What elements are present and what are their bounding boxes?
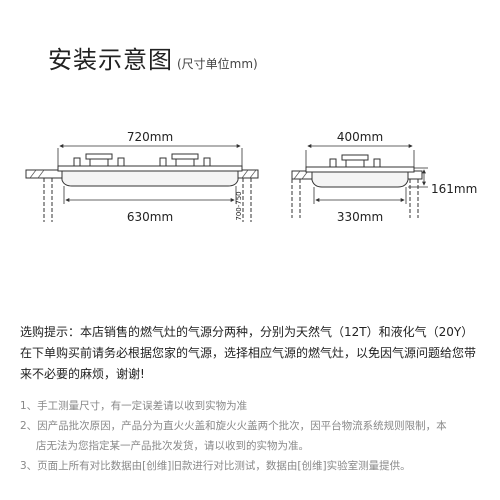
- page-title: 安装示意图: [48, 46, 173, 74]
- cutout-depth-range-label: 700-750: [235, 191, 243, 220]
- cutout-depth-label: 330mm: [337, 210, 383, 224]
- height-label: 161mm: [431, 182, 477, 196]
- top-depth-label: 400mm: [337, 130, 383, 144]
- note-item-3: 3、页面上所有对比数据由[创维]旧款进行对比测试，数据由[创维]实验室测量提供。: [20, 460, 411, 472]
- page-subtitle: (尺寸单位mm): [177, 57, 258, 71]
- counter-hatch-right: [241, 169, 257, 179]
- stove-glass-front: [57, 165, 243, 172]
- front-view-diagram: 720mm 630mm 700-750: [25, 130, 259, 224]
- side-view-diagram: 400mm 330mm 161mm: [291, 130, 477, 224]
- notes-list: 1、手工测量尺寸，有一定误差请以收到实物为准 2、因产品批次原因，产品分为直火火…: [20, 396, 490, 476]
- burner-right-icon: [159, 153, 211, 167]
- stove-body-front: [61, 169, 239, 187]
- counter-hatch-left: [29, 169, 45, 179]
- burner-side-icon: [329, 154, 381, 168]
- cutout-width-label: 630mm: [127, 210, 173, 224]
- note-item-1: 1、手工测量尺寸，有一定误差请以收到实物为准: [20, 400, 248, 412]
- title-row: 安装示意图 (尺寸单位mm): [48, 40, 258, 75]
- note-item-2: 2、因产品批次原因，产品分为直火火盖和旋火火盖两个批次，因平台物流系统规则限制，…: [20, 420, 447, 432]
- stove-body-side: [311, 170, 409, 188]
- top-width-label: 720mm: [127, 130, 173, 144]
- purchase-notice: 选购提示：本店销售的燃气灶的气源分两种，分别为天然气（12T）和液化气（20Y）…: [20, 325, 477, 381]
- burner-left-icon: [73, 153, 125, 167]
- note-item-2-continued: 店无法为您指定某一产品批次发货，请以收到的实物为准。: [36, 440, 309, 452]
- stove-glass-side: [305, 166, 415, 173]
